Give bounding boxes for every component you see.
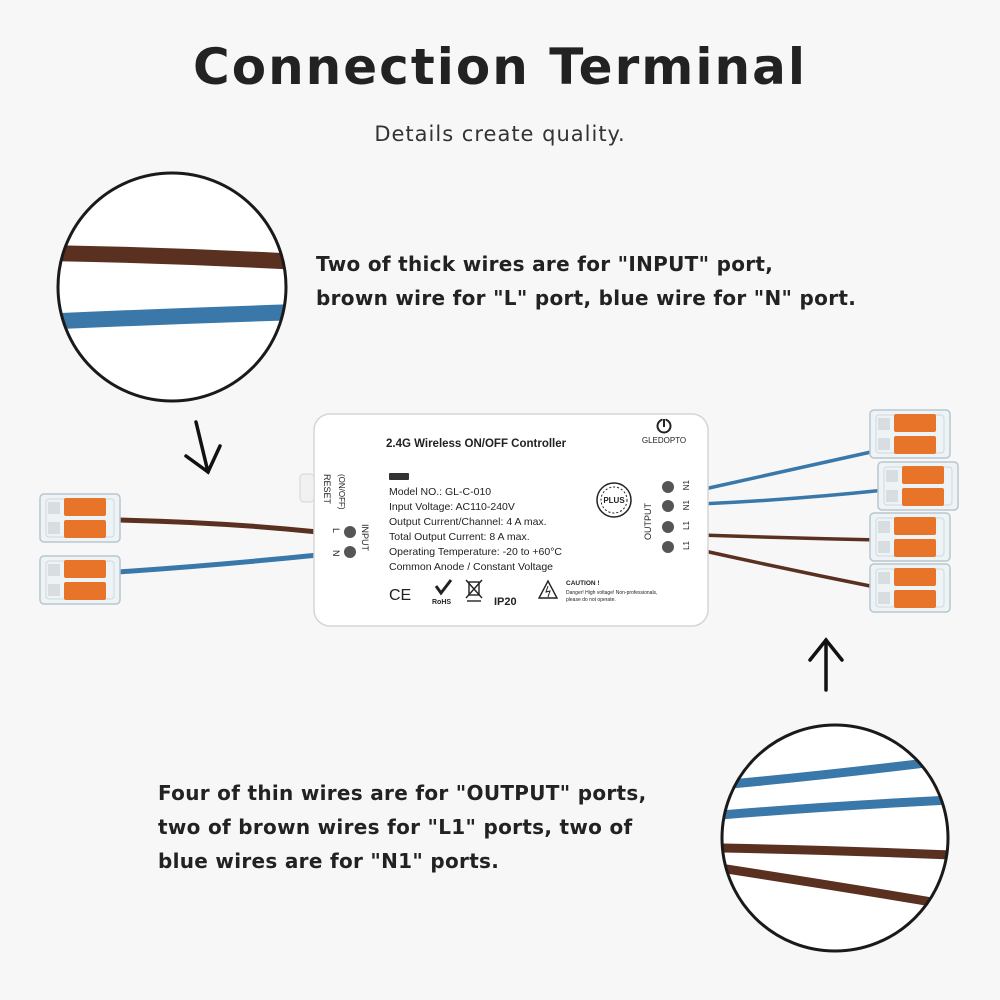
output-wires	[699, 448, 886, 590]
output-terminal	[662, 481, 674, 493]
caution-text: please do not operate.	[566, 597, 616, 603]
input-connector-n	[39, 555, 121, 605]
brand-label: GLEDOPTO	[642, 436, 686, 445]
description-line: brown wire for "L" port, blue wire for "…	[316, 286, 857, 310]
page-subtitle: Details create quality.	[374, 122, 626, 146]
arrow-up-icon	[808, 637, 844, 692]
reset-label: RESET	[322, 474, 332, 505]
description-line: blue wires are for "N1" ports.	[158, 849, 500, 873]
input-wires	[117, 517, 319, 575]
output-terminal	[662, 500, 674, 512]
controller-device: 2.4G Wireless ON/OFF Controller GLEDOPTO…	[299, 413, 709, 627]
output-wire-description: Four of thin wires are for "OUTPUT" port…	[158, 776, 647, 878]
status-led	[389, 473, 409, 480]
output-terminal	[662, 541, 674, 553]
ce-mark-icon: CE	[389, 587, 411, 604]
caution-text: Danger! High voltage! Non-professionals,	[566, 590, 657, 596]
input-wire-description: Two of thick wires are for "INPUT" port,…	[316, 247, 856, 315]
output-connector-2	[877, 461, 959, 511]
output-wires-zoom	[720, 723, 950, 953]
input-terminal-l	[344, 526, 356, 538]
description-line: Four of thin wires are for "OUTPUT" port…	[158, 781, 647, 805]
input-n-label: N	[331, 550, 341, 557]
page-title: Connection Terminal	[193, 38, 807, 96]
input-l-label: L	[331, 528, 341, 533]
spec-line: Common Anode / Constant Voltage	[389, 561, 553, 573]
caution-title: CAUTION !	[566, 580, 600, 587]
weee-bin-icon	[465, 579, 483, 602]
spec-line: Operating Temperature: -20 to +60°C	[389, 546, 562, 558]
onoff-label: (ON/OFF)	[337, 474, 346, 510]
svg-text:RoHS: RoHS	[432, 599, 451, 606]
spec-line: Total Output Current: 8 A max.	[389, 531, 530, 543]
input-label: INPUT	[360, 524, 370, 552]
spec-line: Input Voltage: AC110-240V	[389, 501, 515, 513]
output-label: OUTPUT	[643, 503, 653, 541]
ip-rating: IP20	[494, 596, 517, 608]
output-port-label: N1	[682, 499, 691, 510]
svg-text:PLUS: PLUS	[603, 496, 625, 505]
output-connector-1	[869, 409, 951, 459]
output-port-label: L1	[682, 540, 691, 549]
output-connector-3	[869, 512, 951, 562]
input-wires-zoom	[56, 171, 288, 403]
spec-line: Output Current/Channel: 4 A max.	[389, 516, 547, 528]
plus-badge: PLUS	[596, 482, 632, 518]
description-line: Two of thick wires are for "INPUT" port,	[316, 252, 774, 276]
rohs-icon: RoHS	[432, 579, 453, 606]
input-terminal-n	[344, 546, 356, 558]
arrow-down-icon	[184, 420, 222, 475]
output-port-label: N1	[682, 479, 691, 490]
caution-icon	[537, 579, 559, 599]
spec-line: Model NO.: GL-C-010	[389, 486, 491, 498]
output-connector-4	[869, 563, 951, 613]
gledopto-logo-icon	[656, 418, 672, 434]
description-line: two of brown wires for "L1" ports, two o…	[158, 815, 633, 839]
output-port-label: L1	[682, 520, 691, 529]
spec-list: Model NO.: GL-C-010 Input Voltage: AC110…	[389, 486, 562, 573]
output-terminal	[662, 521, 674, 533]
input-connector-l	[39, 493, 121, 543]
device-heading: 2.4G Wireless ON/OFF Controller	[386, 438, 567, 450]
